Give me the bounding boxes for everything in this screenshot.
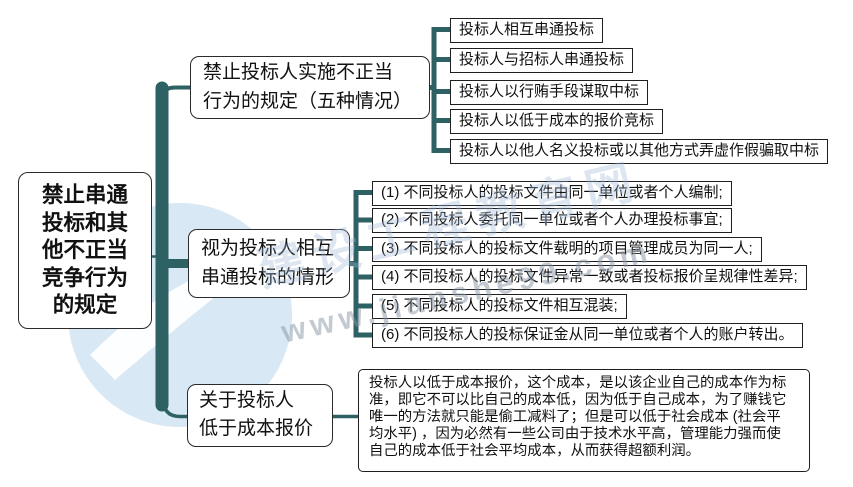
branch-node-below-cost-bid: 关于投标人 低于成本报价	[187, 384, 333, 447]
leaf-item: 投标人以低于成本的报价竞标	[450, 109, 664, 134]
leaf-item: (6) 不同投标人的投标保证金从同一单位或者个人的账户转出。	[372, 323, 803, 348]
group2-stub-lines	[350, 190, 373, 338]
leaf-item: (5) 不同投标人的投标文件相互混装;	[372, 294, 627, 319]
leaf-item: 投标人以他人名义投标或以其他方式弄虚作假骗取中标	[450, 139, 829, 164]
leaf-item: (4) 不同投标人的投标文件异常一致或者投标报价呈规律性差异;	[372, 265, 807, 290]
group1-stub-lines	[429, 27, 451, 153]
leaf-item: (1) 不同投标人的投标文件由同一单位或者个人编制;	[372, 181, 732, 206]
branch1-connector-line	[161, 85, 190, 97]
leaf-item: 投标人相互串通投标	[450, 18, 604, 43]
below-cost-note-box: 投标人以低于成本报价，这个成本，是以该企业自己的成本作为标 准，即它不可以比自己…	[358, 369, 810, 472]
branch-node-deemed-collusion: 视为投标人相互 串通投标的情形	[188, 229, 350, 298]
leaf-item: (3) 不同投标人的投标文件载明的项目管理成员为同一人;	[372, 237, 762, 262]
branch-node-improper-acts: 禁止投标人实施不正当 行为的规定（五种情况）	[190, 56, 430, 119]
leaf-item: 投标人以行贿手段谋取中标	[450, 80, 649, 105]
leaf-item: (2) 不同投标人委托同一单位或者个人办理投标事宜;	[372, 208, 732, 233]
root-node: 禁止串通 投标和其 他不正当 竞争行为 的规定	[18, 172, 152, 329]
leaf-item: 投标人与招标人串通投标	[450, 48, 634, 73]
